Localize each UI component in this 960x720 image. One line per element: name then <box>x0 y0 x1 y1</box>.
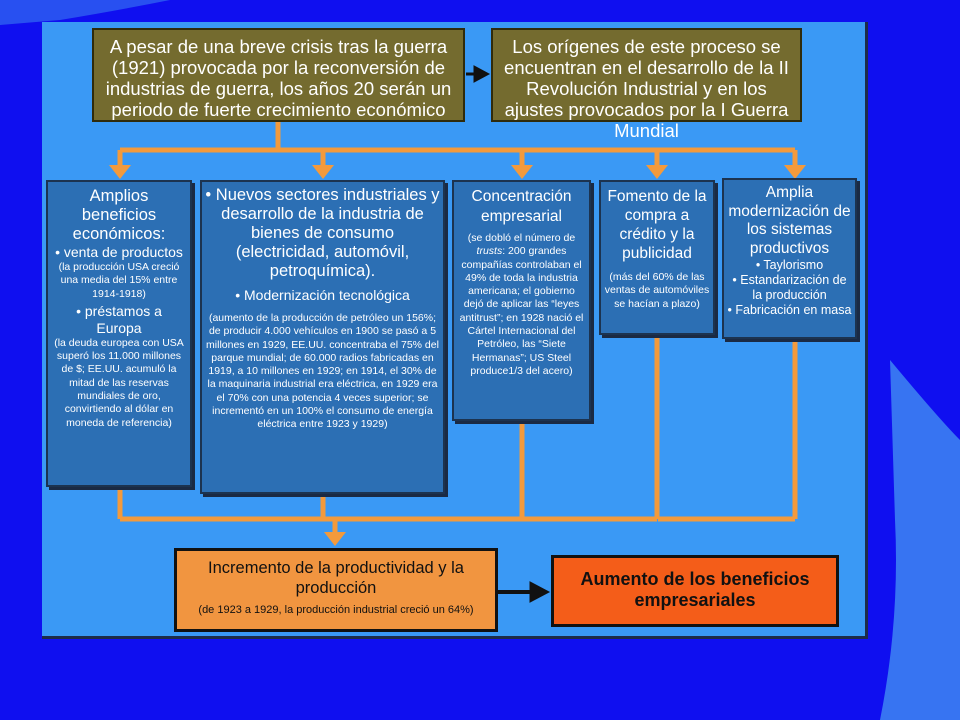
mass-production-item: • Fabricación en masa <box>727 303 852 317</box>
business-concentration-box: Concentración empresarial (se dobló el n… <box>452 180 591 421</box>
production-modernization-title: Amplia modernización de los sistemas pro… <box>728 184 851 257</box>
productivity-box: Incremento de la productividad y la prod… <box>174 548 498 632</box>
business-profits-text: Aumento de los beneficios empresariales <box>580 569 810 610</box>
economic-benefits-title: Amplios beneficios económicos: <box>72 187 166 243</box>
economic-benefits-box: Amplios beneficios económicos: • venta d… <box>46 180 192 487</box>
intro-text: A pesar de una breve crisis tras la guer… <box>105 36 452 120</box>
taylorism-item: • Taylorismo <box>755 258 824 272</box>
business-profits-box: Aumento de los beneficios empresariales <box>551 555 839 627</box>
production-modernization-box: Amplia modernización de los sistemas pro… <box>722 178 857 339</box>
new-industries-text: • Nuevos sectores industriales y desarro… <box>205 186 440 280</box>
tech-modernization-detail: (aumento de la producción de petróleo un… <box>206 312 439 431</box>
origins-text: Los orígenes de este proceso se encuentr… <box>504 36 789 141</box>
business-concentration-detail: (se dobló el número de trusts: 200 grand… <box>459 232 584 377</box>
productivity-detail: (de 1923 a 1929, la producción industria… <box>198 604 474 616</box>
tech-modernization-bullet: • Modernización tecnológica <box>235 287 410 303</box>
origins-box: Los orígenes de este proceso se encuentr… <box>491 28 802 141</box>
credit-advertising-title: Fomento de la compra a crédito y la publ… <box>607 188 707 262</box>
loans-bullet: • préstamos a Europa <box>76 302 162 336</box>
intro-box: A pesar de una breve crisis tras la guer… <box>92 28 465 122</box>
standardization-item: • Estandarización de la producción <box>732 273 847 302</box>
loans-detail: (la deuda europea con USA superó los 11.… <box>54 336 184 429</box>
productivity-title: Incremento de la productividad y la prod… <box>208 559 464 597</box>
new-industries-box: • Nuevos sectores industriales y desarro… <box>200 180 445 494</box>
sales-detail: (la producción USA creció una media del … <box>58 261 180 300</box>
credit-advertising-detail: (más del 60% de las ventas de automóvile… <box>604 271 710 310</box>
credit-advertising-box: Fomento de la compra a crédito y la publ… <box>599 180 715 335</box>
business-concentration-title: Concentración empresarial <box>471 188 572 225</box>
sales-bullet: • venta de productos <box>55 244 183 260</box>
